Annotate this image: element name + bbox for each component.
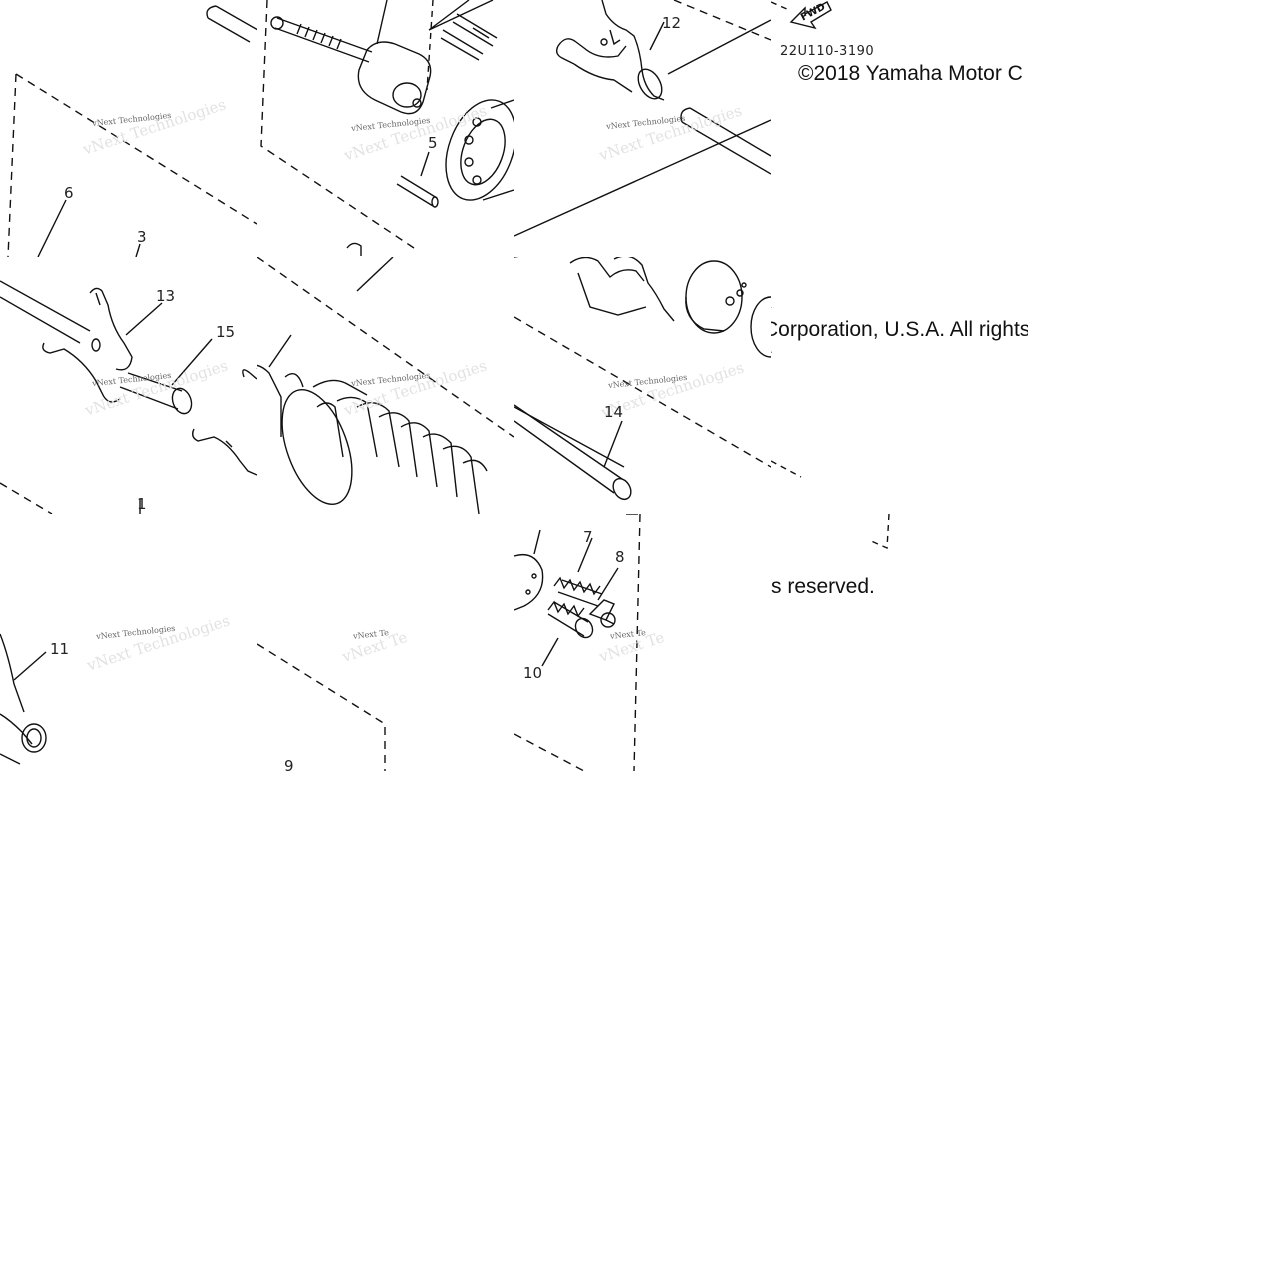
- copyright-line-1: ©2018 Yamaha Motor C: [798, 62, 1023, 85]
- part-number-1: 1: [137, 495, 147, 513]
- diagram-tile-middle-center: vNext Technologies vNext Technologies: [257, 257, 514, 514]
- part-number-8: 8: [615, 548, 625, 566]
- diagram-tile-top-right: vNext Technologies vNext Technologies 12: [514, 0, 771, 257]
- part-number-5: 5: [428, 134, 438, 152]
- copyright-line-2: Corporation, U.S.A. All rights: [771, 318, 1028, 341]
- diagram-tile-top-center: vNext Technologies vNext Technologies 5 …: [257, 0, 514, 257]
- part-number-7: 7: [583, 528, 593, 546]
- part-number-14: 14: [604, 403, 624, 421]
- part-number-3: 3: [137, 228, 147, 246]
- diagram-tile-lower-right: vNext Te vNext Te 7 8 10: [514, 514, 771, 771]
- part-number-12: 12: [662, 14, 682, 32]
- part-number-6: 6: [64, 184, 74, 202]
- part-number-15: 15: [216, 323, 236, 341]
- diagram-tile-middle-left: vNext Technologies vNext Technologies 13…: [0, 257, 257, 514]
- diagram-tile-middle-right: vNext Technologies vNext Technologies 14: [514, 257, 771, 514]
- diagram-tile-lower-right-text: s reserved.: [771, 514, 1028, 771]
- diagram-code: 22U110-3190: [780, 44, 875, 59]
- diagram-tile-middle-right-text: Corporation, U.S.A. All rights: [771, 257, 1028, 514]
- diagram-tile-top-left: vNext Technologies vNext Technologies 6 …: [0, 0, 257, 257]
- copyright-line-3: s reserved.: [771, 575, 875, 598]
- part-number-9: 9: [284, 757, 294, 771]
- diagram-tile-header: FWD 22U110-3190 ©2018 Yamaha Motor C: [771, 0, 1028, 257]
- part-number-13: 13: [156, 287, 176, 305]
- part-number-10: 10: [523, 664, 543, 682]
- part-number-11: 11: [50, 640, 70, 658]
- diagram-tile-lower-center: vNext Te vNext Te 9: [257, 514, 514, 771]
- diagram-tile-lower-left: vNext Technologies vNext Technologies 11: [0, 514, 257, 771]
